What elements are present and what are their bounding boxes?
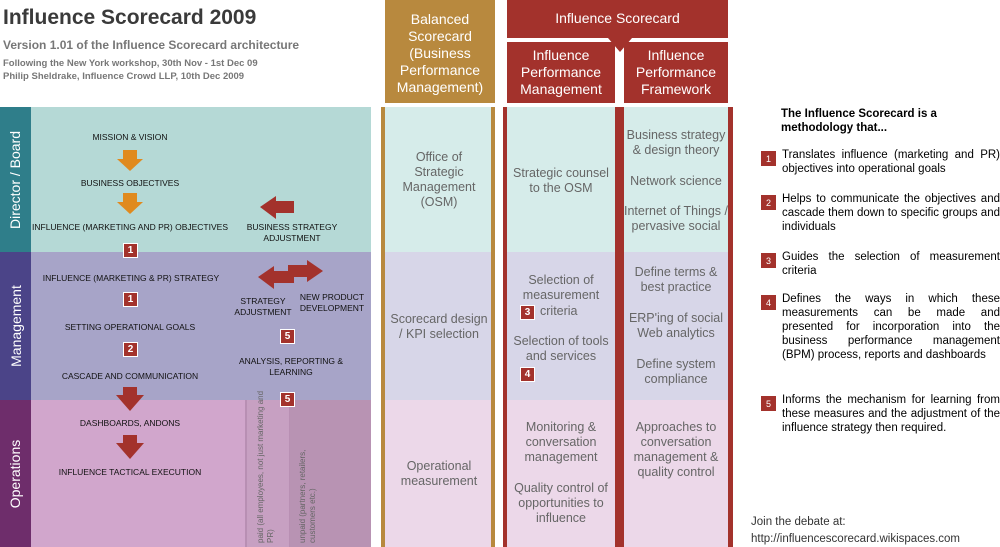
sidebar-item-1-text: Translates influence (marketing and PR) … [782, 149, 1000, 175]
flow-strategy-adjustment: STRATEGY ADJUSTMENT [234, 296, 292, 317]
sidebar-intro: The Influence Scorecard is a methodology… [781, 108, 937, 134]
operations-label-strip [0, 400, 31, 547]
paid-label: paid (all employees, not just marketing … [256, 390, 275, 543]
footer-url-link[interactable]: http://influencescorecard.wikispaces.com [751, 533, 961, 545]
ipm-mgmt-cell-b: Selection of tools and services [513, 334, 609, 363]
bsc-operations-cell: Operational measurement [400, 459, 478, 488]
bsc-header-bg [385, 0, 495, 103]
sidebar-item-3-text: Guides the selection of measurement crit… [782, 251, 1000, 277]
flow-tactical-execution: INFLUENCE TACTICAL EXECUTION [58, 467, 202, 477]
ipf-director-cell-a: Business strategy & design theory [626, 128, 726, 157]
new-product-arrow [288, 260, 323, 282]
bsc-right-rail [491, 107, 495, 547]
sidebar-badge-2: 2 [761, 195, 776, 210]
director-label-strip [0, 107, 31, 252]
ipm-badge-4: 4 [520, 367, 535, 382]
management-label-strip [0, 252, 31, 400]
unpaid-label: unpaid (partners, retailers, customers e… [298, 449, 317, 543]
bsc-left-rail [381, 107, 385, 547]
ipm-ops-cell-b: Quality control of opportunities to infl… [514, 481, 608, 525]
ipm-header-bg [507, 42, 615, 103]
ipm-header: Influence Performance Management [520, 47, 602, 97]
ipf-mgmt-cell-c: Define system compliance [636, 357, 716, 386]
flow-badge-5b: 5 [280, 392, 295, 407]
ipm-ops-cell-a: Monitoring & conversation management [524, 420, 598, 464]
flow-analysis-reporting: ANALYSIS, REPORTING & LEARNING [238, 356, 344, 377]
flow-business-strategy-adjustment: BUSINESS STRATEGY ADJUSTMENT [246, 222, 338, 243]
orange-arrow-1 [117, 150, 143, 171]
unpaid-column [290, 400, 371, 547]
flow-badge-2: 2 [123, 342, 138, 357]
paid-column [247, 400, 289, 547]
ipf-director-cell-c: Internet of Things / pervasive social [624, 204, 728, 233]
ipm-mgmt-cell-a: Selection of measurement [522, 273, 600, 302]
footer-label: Join the debate at: [751, 516, 846, 528]
flow-influence-strategy: INFLUENCE (MARKETING & PR) STRATEGY [42, 273, 220, 283]
orange-arrow-2 [117, 193, 143, 214]
flow-cascade-communication: CASCADE AND COMMUNICATION [61, 371, 199, 381]
sidebar-item-2-text: Helps to communicate the objectives and … [782, 193, 1000, 233]
flow-dashboards-andons: DASHBOARDS, ANDONS [79, 418, 181, 428]
ipm-mgmt-cell-a-tail: criteria [540, 304, 578, 318]
page-subtitle: Version 1.01 of the Influence Scorecard … [3, 38, 300, 52]
ipf-ops-cell-a: Approaches to conversation management & … [633, 420, 719, 479]
sidebar-badge-5: 5 [761, 396, 776, 411]
row-label-operations: Operations [7, 439, 24, 508]
flow-new-product-development: NEW PRODUCT DEVELOPMENT [299, 292, 365, 313]
ipf-header-bg [624, 42, 728, 103]
sidebar-item-5-text: Informs the mechanism for learning from … [782, 394, 1000, 434]
sidebar-item-4-text: Defines the ways in which these measurem… [782, 293, 1000, 361]
meta-line-2: Philip Sheldrake, Influence Crowd LLP, 1… [3, 71, 245, 82]
flow-mission-vision: MISSION & VISION [92, 132, 168, 142]
ipm-badge-3: 3 [520, 305, 535, 320]
bsc-header: Balanced Scorecard (Business Performance… [396, 11, 484, 95]
row-label-management: Management [7, 285, 24, 367]
flow-badge-1b: 1 [123, 292, 138, 307]
flow-setting-operational-goals: SETTING OPERATIONAL GOALS [64, 322, 196, 332]
sidebar-badge-4: 4 [761, 295, 776, 310]
page-title: Influence Scorecard 2009 [3, 6, 257, 29]
director-band [0, 107, 371, 252]
ipf-mgmt-cell-a: Define terms & best practice [634, 265, 718, 294]
meta-line-1: Following the New York workshop, 30th No… [3, 58, 258, 69]
flow-badge-5a: 5 [280, 329, 295, 344]
influence-scorecard-header: Influence Scorecard [555, 9, 680, 26]
ipm-director-cell: Strategic counsel to the OSM [513, 166, 609, 195]
influence-scorecard-header-bg [507, 0, 728, 52]
red-arrow-ops-2 [116, 435, 144, 459]
red-arrow-ops-1 [116, 387, 144, 411]
ipf-director-cell-b: Network science [630, 174, 722, 188]
sidebar-badge-1: 1 [761, 151, 776, 166]
bsc-director-cell: Office of Strategic Management (OSM) [402, 150, 476, 209]
flow-business-objectives: BUSINESS OBJECTIVES [80, 178, 180, 188]
ipf-mgmt-cell-b: ERP'ing of social Web analytics [628, 311, 724, 340]
sidebar-badge-3: 3 [761, 253, 776, 268]
row-label-director: Director / Board [7, 130, 24, 229]
flow-influence-objectives: INFLUENCE (MARKETING AND PR) OBJECTIVES [32, 222, 228, 232]
ipf-header: Influence Performance Framework [635, 47, 717, 97]
bsc-management-cell: Scorecard design / KPI selection [390, 312, 488, 341]
strategy-adjustment-arrow [258, 266, 294, 289]
flow-badge-1a: 1 [123, 243, 138, 258]
business-strategy-adjustment-arrow [260, 196, 294, 219]
